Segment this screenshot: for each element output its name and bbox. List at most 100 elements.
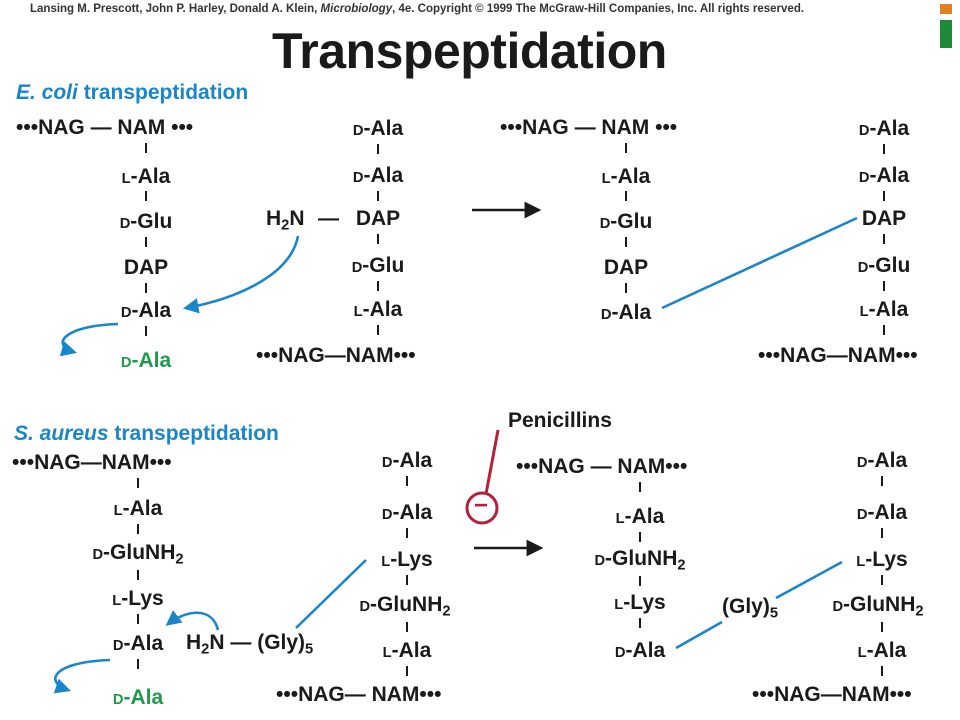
nag: NAG [298, 683, 345, 706]
dots: ••• [276, 683, 299, 706]
ecoli-title-rest: transpeptidation [77, 81, 249, 104]
dots: ••• [419, 683, 442, 706]
ec-p-r-glu: D-Glu [858, 255, 911, 276]
ec-p-r-dala-top: D-Ala [859, 118, 909, 139]
n: N [289, 207, 305, 230]
bond-line [881, 476, 883, 486]
bond-line [406, 528, 408, 538]
ala: -Ala [123, 686, 164, 709]
ec-p-l-glycan: •••NAG — NAM ••• [500, 117, 677, 138]
sa-l-dala5-leaving: D-Ala [113, 687, 163, 708]
d-prefix: D [119, 216, 131, 232]
bond-line [137, 478, 139, 488]
sa-p-l-lala: L-Ala [616, 506, 665, 527]
bond-line [639, 532, 641, 542]
d-prefix: D [594, 553, 606, 569]
l-prefix: L [615, 511, 625, 527]
sa-h2n-gly5: H2N — (Gly)5 [186, 632, 313, 657]
ec-r-glycan: •••NAG—NAM••• [256, 345, 416, 366]
ala: -Ala [131, 349, 172, 372]
bond-line [137, 614, 139, 624]
sa-p-ala-gly-link [675, 620, 723, 650]
ala: -Ala [624, 505, 665, 528]
bond-line [625, 237, 627, 247]
d-prefix: D [600, 307, 612, 323]
ala: -Ala [130, 165, 171, 188]
bond: — [590, 455, 612, 478]
ec-p-r-glycan: •••NAG—NAM••• [758, 345, 918, 366]
d-prefix: D [120, 355, 132, 371]
sa-p-l-glycan: •••NAG — NAM••• [516, 456, 687, 477]
ala: -Ala [363, 117, 404, 140]
ec-leaving-arrow [59, 322, 119, 357]
page-title: Transpeptidation [272, 23, 667, 79]
ala: -Ala [611, 301, 652, 324]
sa-l-lys: L-Lys [112, 588, 163, 609]
nag: NAG [278, 344, 325, 367]
nag: NAG [522, 116, 569, 139]
copyright-credit: Lansing M. Prescott, John P. Harley, Don… [30, 3, 804, 16]
bond-line [377, 191, 379, 201]
bond: — [80, 451, 102, 474]
ala: -Ala [610, 165, 651, 188]
bond: — [90, 116, 112, 139]
bond: — [820, 683, 842, 706]
dots: ••• [895, 344, 918, 367]
ec-r-dala2: D-Ala [353, 165, 403, 186]
ala: -Ala [625, 639, 666, 662]
nam: NAM [617, 455, 666, 478]
inhibition-stem [484, 429, 500, 495]
dots: ••• [516, 455, 539, 478]
sa-r-glunh2: D-GluNH2 [359, 594, 450, 619]
sa-p-gly5: (Gly)5 [722, 596, 778, 621]
nag: NAG [38, 116, 85, 139]
d-prefix: D [614, 645, 626, 661]
dots: ••• [149, 451, 172, 474]
nag: NAG [780, 344, 827, 367]
sa-p-r-glunh2: D-GluNH2 [832, 594, 923, 619]
ecoli-species: E. coli [16, 81, 78, 104]
dots: ••• [758, 344, 781, 367]
d-prefix: D [359, 599, 371, 615]
bond-line [625, 143, 627, 153]
bond-line [377, 144, 379, 154]
credit-book: Microbiology [320, 3, 393, 15]
bond-line [881, 622, 883, 632]
n: N [209, 631, 225, 654]
glunh: -GluNH [843, 593, 916, 616]
d-prefix: D [856, 507, 868, 523]
bond-line [881, 528, 883, 538]
saureus-title-rest: transpeptidation [108, 422, 279, 445]
ec-r-h2n: H2N [266, 208, 305, 233]
glunh: -GluNH [370, 593, 443, 616]
sa-gly-lys-link [295, 559, 367, 629]
ala: -Ala [392, 449, 433, 472]
d-prefix: D [351, 260, 363, 276]
ec-p-r-dala2: D-Ala [859, 165, 909, 186]
glunh: -GluNH [605, 547, 678, 570]
bond-line [639, 618, 641, 628]
l-prefix: L [121, 171, 131, 187]
dots: ••• [16, 116, 39, 139]
l-prefix: L [614, 597, 624, 613]
bond-line [137, 524, 139, 534]
sa-p-r-dala-top: D-Ala [857, 450, 907, 471]
ec-p-r-lala: L-Ala [860, 299, 909, 320]
sa-r-dala-top: D-Ala [382, 450, 432, 471]
ec-r-dap: DAP [355, 207, 401, 230]
bond-line [639, 482, 641, 492]
sa-l-glunh2: D-GluNH2 [92, 542, 183, 567]
ala: -Ala [869, 164, 910, 187]
ala: -Ala [391, 639, 432, 662]
bond-line [406, 666, 408, 676]
lys: -Lys [121, 587, 164, 610]
bond-line [145, 283, 147, 293]
ala: -Ala [869, 117, 910, 140]
dots: ••• [256, 344, 279, 367]
dots: ••• [889, 683, 912, 706]
sa-p-gly-lys-link [775, 560, 843, 600]
ec-crosslink [661, 216, 858, 310]
bond-line [881, 575, 883, 585]
ec-p-l-dap: DAP [603, 256, 649, 279]
